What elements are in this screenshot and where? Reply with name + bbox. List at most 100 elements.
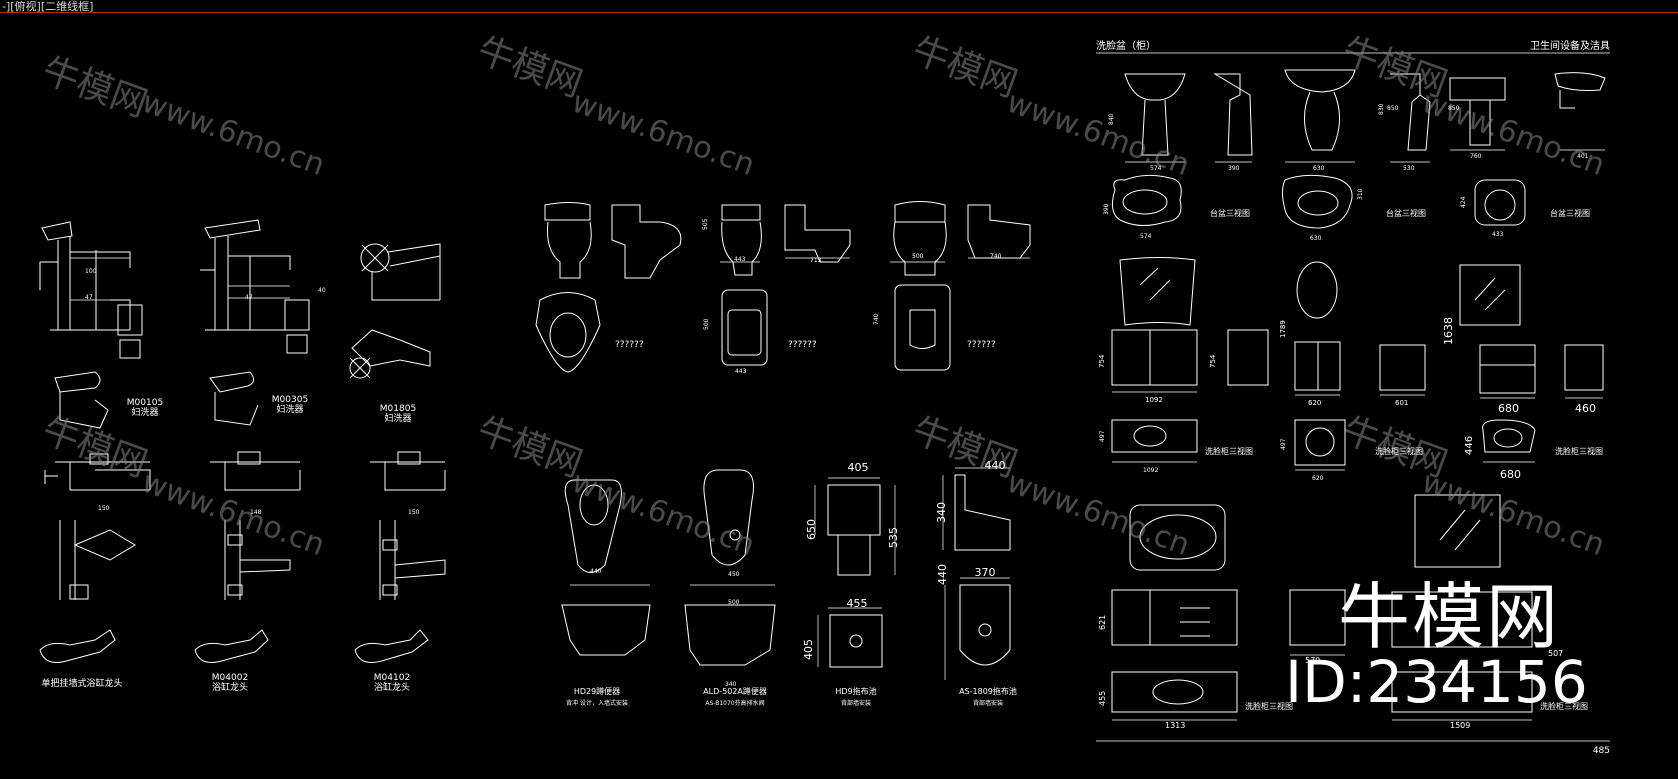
watermark-url: www.6mo.cn [567, 465, 759, 563]
toilet-placeholder-label: ?????? [788, 340, 817, 350]
dimension-label: 390 [1228, 165, 1240, 172]
dimension-label: 760 [1470, 153, 1482, 160]
logo-id: ID:234156 [1285, 648, 1588, 716]
dimension-label: 754 [1098, 354, 1106, 368]
vanity-label: 洗脸柜三视图 [1540, 701, 1588, 711]
watermark-brand: 牛模网 [907, 410, 1023, 485]
shower-valve-elevation-row [59, 520, 446, 600]
faucet-code: M04102 [374, 673, 410, 683]
dimension-label: 650 [805, 519, 818, 540]
dimension-label: 455 [1098, 691, 1107, 706]
squat-note: 背冲 设计，入墙式安装 [566, 699, 628, 707]
dimension-label: 440 [985, 459, 1006, 472]
squat-note: AS-B1070芬高排水阀 [705, 699, 764, 707]
vanity-label: 洗脸柜三视图 [1245, 701, 1293, 711]
dimension-label: 424 [1460, 196, 1467, 208]
mop-basin-note: 背部墙安装 [841, 699, 871, 707]
plan-label: 台盆三视图 [1210, 208, 1250, 218]
dimension-label: 620 [1312, 475, 1324, 482]
dimension-label: 850 [1448, 105, 1460, 112]
dimension-label: 574 [1140, 233, 1152, 240]
dimension-label: 100 [85, 268, 97, 275]
toilet-placeholder-label: ?????? [615, 340, 644, 350]
dimension-label: 630 [1313, 165, 1325, 172]
watermark-layer: 牛模网 www.6mo.cn 牛模网 www.6mo.cn 牛模网 www.6m… [37, 30, 1609, 563]
dimension-label: 450 [728, 571, 740, 578]
watermark-url: www.6mo.cn [1002, 465, 1194, 563]
dimension-label: 497 [1099, 430, 1106, 442]
mop-basin-note: 背部墙安装 [973, 699, 1003, 707]
plan-label: 台盆三视图 [1550, 208, 1590, 218]
plan-label: 台盆三视图 [1386, 208, 1426, 218]
section-border [1096, 52, 1610, 742]
dimension-label: 621 [1098, 615, 1107, 630]
dimension-label: 443 [735, 368, 747, 375]
faucet-code: M00105 [127, 398, 163, 408]
cabinet-label: 洗脸柜三视图 [1555, 446, 1603, 456]
faucet-name: 妇洗器 [384, 412, 411, 424]
dimension-label: 507 [1548, 649, 1563, 658]
squat-toilet-plans [564, 469, 754, 573]
dimension-label: 740 [990, 253, 1002, 260]
dimension-label: 433 [1492, 231, 1504, 238]
cabinet-label: 洗脸柜三视图 [1205, 446, 1253, 456]
faucet-code: M00305 [272, 395, 308, 405]
dimension-label: 840 [1108, 113, 1115, 125]
faucet-name: 妇洗器 [276, 403, 303, 415]
dimension-label: 443 [734, 256, 746, 263]
dimension-label: 601 [1395, 399, 1408, 407]
watermark-brand: 牛模网 [907, 30, 1023, 105]
faucet-name: 浴缸龙头 [374, 681, 410, 693]
viewport-top-border [0, 12, 1678, 13]
dimension-lines [70, 149, 1605, 721]
page-number: 485 [1593, 746, 1610, 756]
dimension-label: 401 [1577, 153, 1589, 160]
dimension-label: 574 [1150, 165, 1162, 172]
logo-brand: 牛模网 [1338, 575, 1561, 659]
dimension-label: 754 [1209, 354, 1217, 368]
dimension-label: 310 [1357, 188, 1364, 200]
dimension-label: 460 [1575, 402, 1596, 415]
toilet-plan-views [535, 284, 951, 373]
dimension-label: 740 [873, 313, 880, 325]
dimension-label: 500 [728, 599, 740, 606]
toilet-placeholder-label: ?????? [967, 340, 996, 350]
dimension-label: 148 [250, 509, 262, 516]
dimension-label: 1092 [1145, 396, 1163, 404]
watermark-url: www.6mo.cn [137, 85, 329, 183]
dimension-label: 47 [85, 294, 93, 301]
bidet-mixer-cross-handle [349, 243, 441, 379]
dimension-label: 405 [848, 461, 869, 474]
dimension-label: 850 [1387, 105, 1399, 112]
dimension-label: 497 [1280, 438, 1287, 450]
dimension-label: 1092 [1143, 467, 1158, 474]
dimension-label: 680 [1500, 468, 1521, 481]
dimension-label: 500 [703, 318, 710, 330]
watermark-url: www.6mo.cn [1002, 85, 1194, 183]
pedestal-basin-elevations [1124, 69, 1606, 156]
dimension-label: 440 [936, 564, 949, 585]
watermark-brand: 牛模网 [472, 30, 588, 105]
dimension-label: 500 [912, 253, 924, 260]
squat-label: ALD-502A蹲便器 [703, 686, 767, 696]
viewport-controls-label[interactable]: -][俯视][二维线框] [2, 0, 94, 13]
vanity-cabinet-elevations [1111, 257, 1604, 394]
bidet-mixer-elevation-1 [39, 221, 143, 359]
dimension-label: 830 [1378, 103, 1385, 115]
dimension-label: 620 [1308, 399, 1321, 407]
large-vanity-drawings [1111, 494, 1533, 713]
watermark-brand: 牛模网 [37, 410, 153, 485]
mop-basin-elevations [827, 474, 1011, 668]
dimension-label: 455 [847, 597, 868, 610]
dimension-label: 1789 [1279, 320, 1287, 338]
dimension-label: 630 [1310, 235, 1322, 242]
dimension-label: 446 [1464, 436, 1475, 455]
mop-basin-label: AS-1809拖布池 [959, 686, 1017, 696]
bidet-mixer-3d-row [54, 371, 259, 429]
mop-basin-label: HD9拖布池 [835, 686, 876, 696]
faucet-name: 单把挂墙式浴缸龙头 [41, 677, 122, 689]
section-subtitle: 卫生间设备及洁具 [1530, 39, 1610, 52]
dimension-label: 570 [1305, 656, 1320, 665]
